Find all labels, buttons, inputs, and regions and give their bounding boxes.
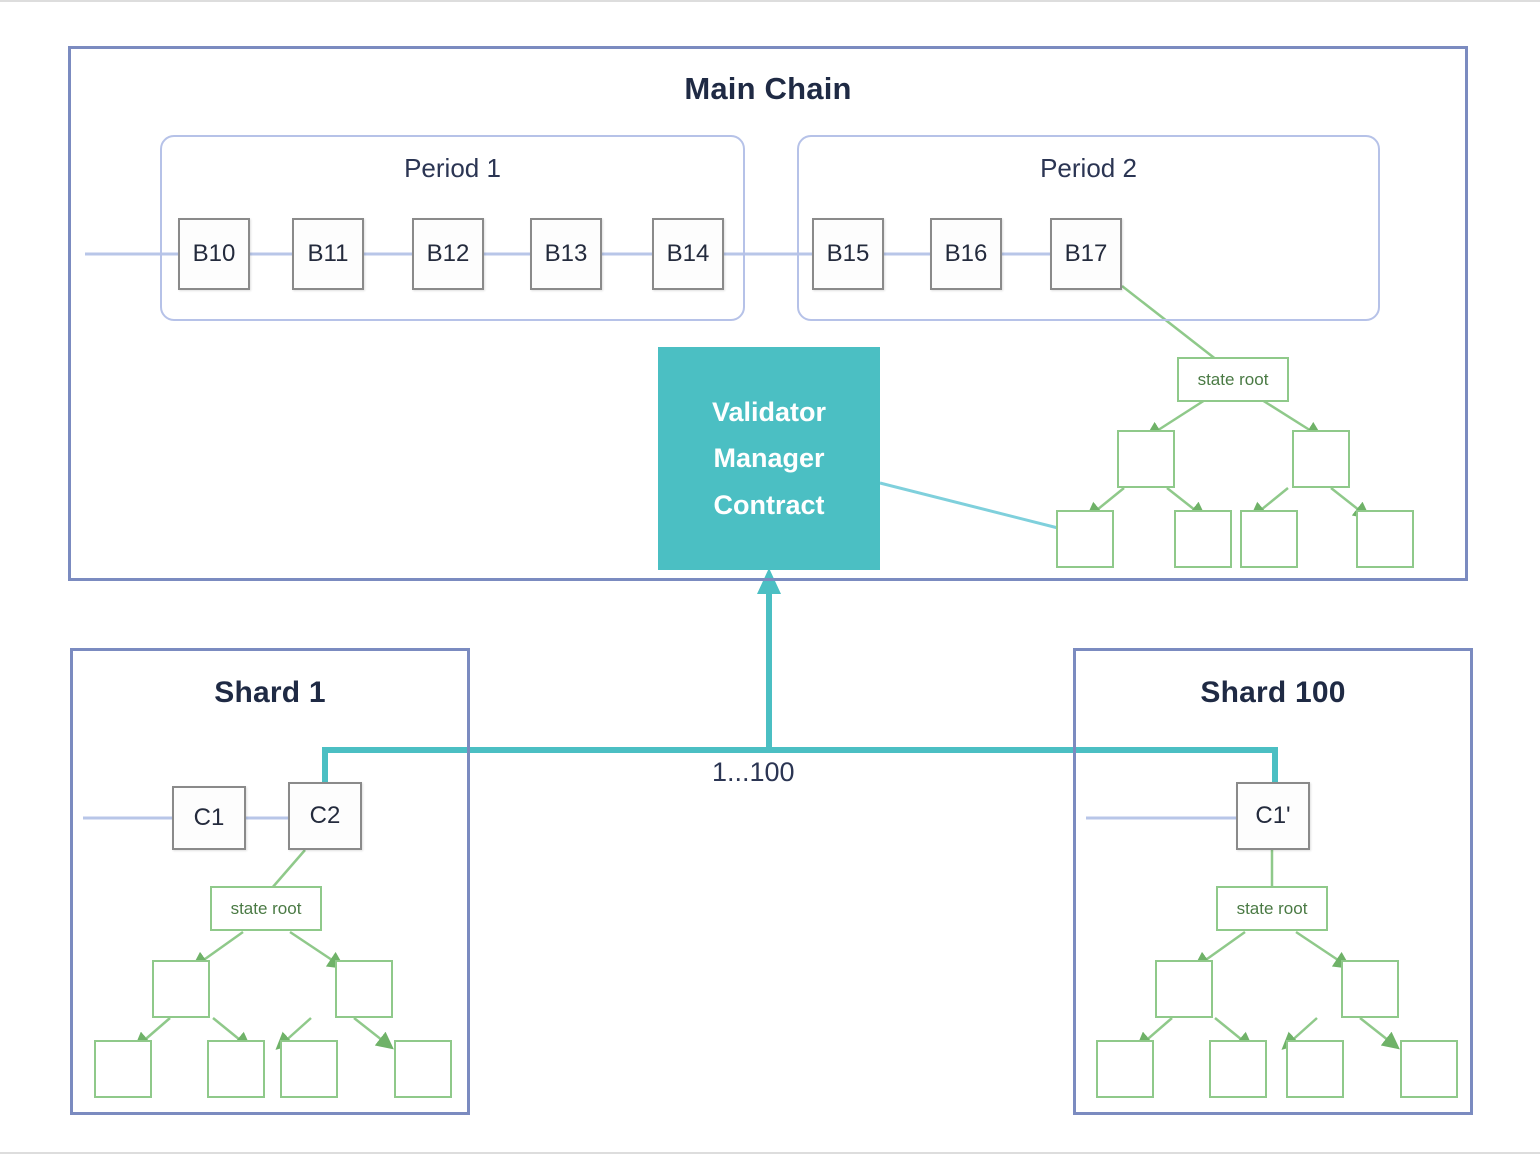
main-chain-title: Main Chain <box>684 71 852 106</box>
period-2-label: Period 2 <box>1040 153 1137 183</box>
shard1-state-root[interactable]: state root <box>210 886 322 931</box>
period-2-container: Period 2 <box>797 135 1380 321</box>
shard-1-container: Shard 1 <box>70 648 470 1115</box>
block-node-c1[interactable]: C1 <box>172 786 246 850</box>
validator-manager-contract[interactable]: Validator Manager Contract <box>658 347 880 570</box>
block-node-b10[interactable]: B10 <box>178 218 250 290</box>
shard1-merkle-leaf-4[interactable] <box>394 1040 452 1098</box>
shard100-merkle-leaf-3[interactable] <box>1286 1040 1344 1098</box>
shard100-merkle-leaf-2[interactable] <box>1209 1040 1267 1098</box>
mainchain-merkle-internal-2[interactable] <box>1292 430 1350 488</box>
mainchain-state-root[interactable]: state root <box>1177 357 1289 402</box>
block-node-b12[interactable]: B12 <box>412 218 484 290</box>
shard100-merkle-internal-2[interactable] <box>1341 960 1399 1018</box>
block-node-b15[interactable]: B15 <box>812 218 884 290</box>
shard-1-title: Shard 1 <box>214 676 326 709</box>
shard1-merkle-internal-2[interactable] <box>335 960 393 1018</box>
shard1-merkle-leaf-2[interactable] <box>207 1040 265 1098</box>
mainchain-merkle-leaf-1[interactable] <box>1056 510 1114 568</box>
period-1-container: Period 1 <box>160 135 745 321</box>
block-node-b13[interactable]: B13 <box>530 218 602 290</box>
block-node-b17[interactable]: B17 <box>1050 218 1122 290</box>
mainchain-merkle-leaf-4[interactable] <box>1356 510 1414 568</box>
shard100-merkle-leaf-4[interactable] <box>1400 1040 1458 1098</box>
shard1-merkle-leaf-3[interactable] <box>280 1040 338 1098</box>
shard100-merkle-internal-1[interactable] <box>1155 960 1213 1018</box>
block-node-b16[interactable]: B16 <box>930 218 1002 290</box>
mainchain-merkle-leaf-3[interactable] <box>1240 510 1298 568</box>
block-node-b14[interactable]: B14 <box>652 218 724 290</box>
block-node-c1-prime[interactable]: C1' <box>1236 782 1310 850</box>
period-1-label: Period 1 <box>404 153 501 183</box>
vmc-line-3: Contract <box>713 489 825 520</box>
shard1-merkle-internal-1[interactable] <box>152 960 210 1018</box>
main-chain-container: Main Chain <box>68 46 1468 581</box>
vmc-line-2: Manager <box>713 443 825 474</box>
block-node-c2[interactable]: C2 <box>288 782 362 850</box>
mainchain-merkle-internal-1[interactable] <box>1117 430 1175 488</box>
mainchain-merkle-leaf-2[interactable] <box>1174 510 1232 568</box>
vmc-line-1: Validator <box>711 396 827 427</box>
shard100-state-root[interactable]: state root <box>1216 886 1328 931</box>
shard-range-label: 1...100 <box>712 757 795 787</box>
shard1-merkle-leaf-1[interactable] <box>94 1040 152 1098</box>
shard-100-title: Shard 100 <box>1200 676 1346 709</box>
block-node-b11[interactable]: B11 <box>292 218 364 290</box>
shard-100-container: Shard 100 <box>1073 648 1473 1115</box>
shard100-merkle-leaf-1[interactable] <box>1096 1040 1154 1098</box>
